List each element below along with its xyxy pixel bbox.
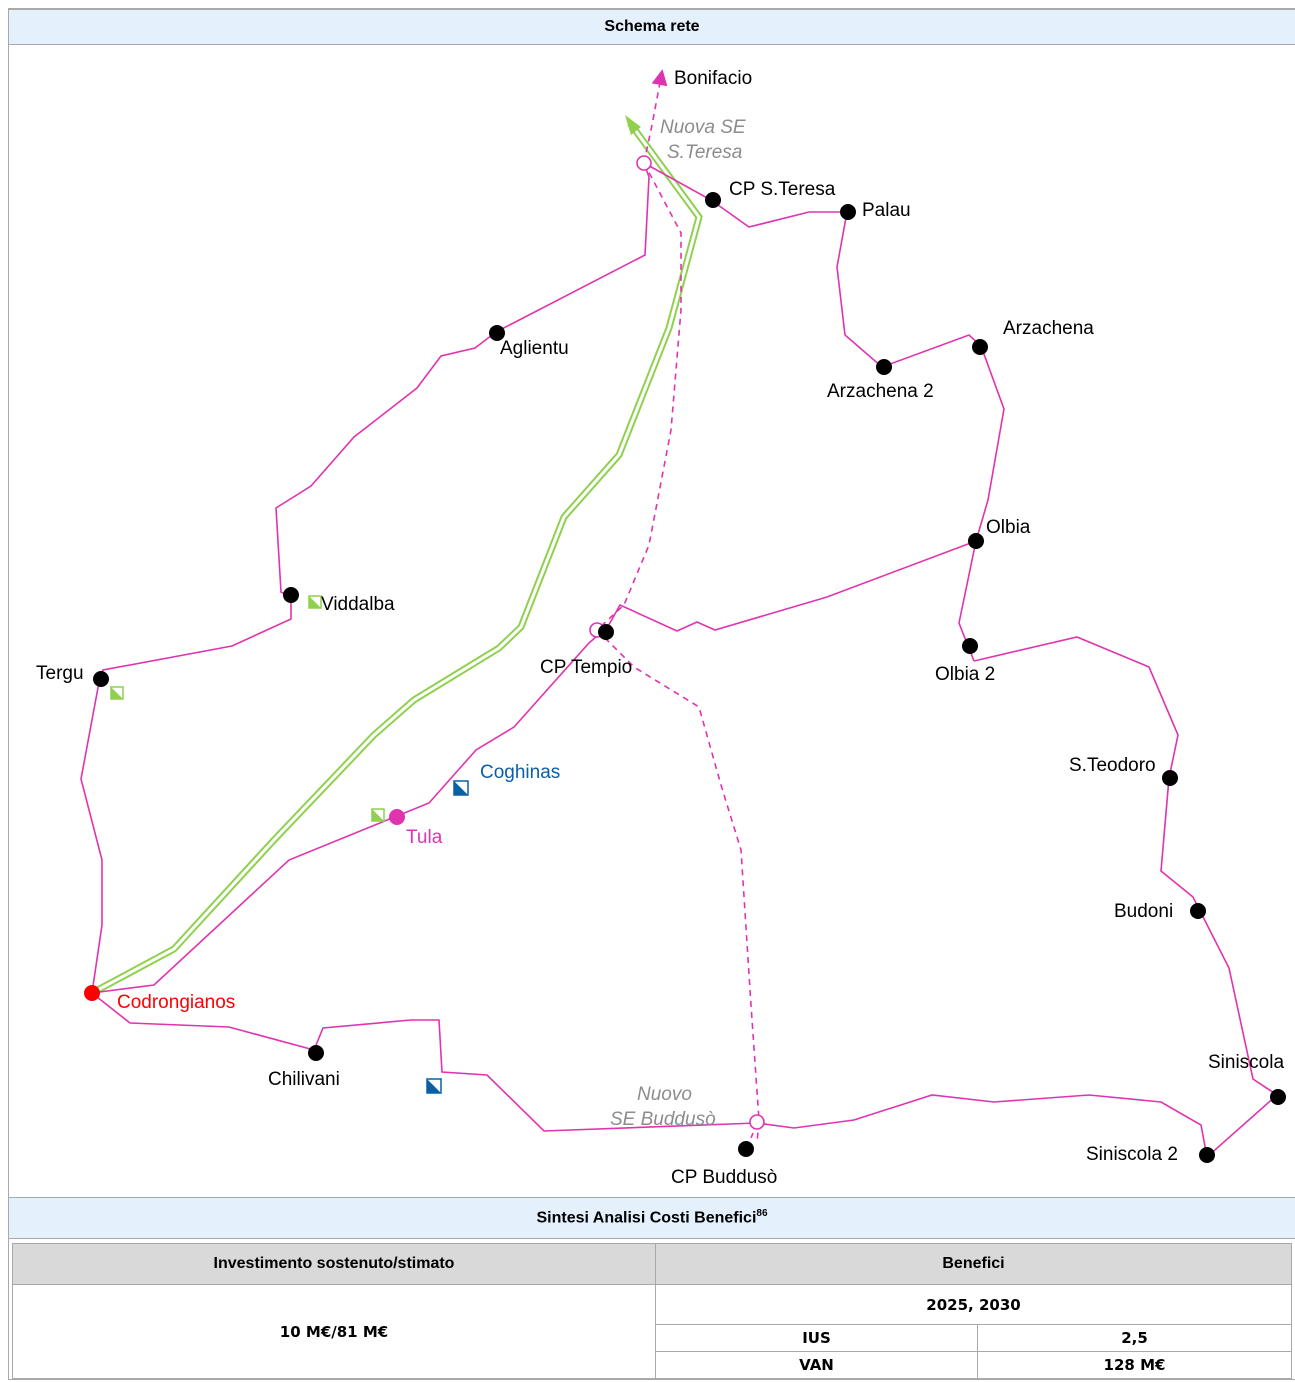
label-coghinas: Coghinas [480,762,560,783]
label-arzachena: Arzachena [1003,318,1094,339]
label-cp-steresa: CP S.Teresa [729,179,836,200]
outer-frame [8,8,1295,1380]
node-arzachena2 [876,359,892,375]
cost-benefit-table: Investimento sostenuto/stimato Benefici … [12,1243,1292,1379]
label-cp-tempio: CP Tempio [540,657,632,678]
ius-value: 2,5 [978,1325,1291,1352]
node-siniscola2 [1199,1147,1215,1163]
node-nuova-se-steresa [636,155,652,171]
label-bonifacio: Bonifacio [674,68,752,89]
node-cp-steresa [705,192,721,208]
node-cp-tempio [598,624,614,640]
label-nuovo-1: Nuovo [637,1084,692,1105]
wind-plant-icon-tula [371,808,385,822]
van-value: 128 M€ [1103,1356,1166,1374]
solid-grid-lines [80,162,1279,1159]
node-aglientu [489,325,505,341]
header-investment: Investimento sostenuto/stimato [13,1244,656,1285]
node-labels: Bonifacio Nuova SE S.Teresa CP S.Teresa … [36,68,1284,1188]
node-arzachena [972,339,988,355]
network-diagram: Bonifacio Nuova SE S.Teresa CP S.Teresa … [36,68,1286,1188]
investment-value: 10 M€/81 M€ [13,1285,656,1378]
node-tergu [93,671,109,687]
node-viddalba [283,587,299,603]
label-tergu: Tergu [36,663,84,684]
hydro-plant-icon-chilivani [426,1078,442,1094]
section-title-text: Sintesi Analisi Costi Benefici [536,1209,757,1227]
label-steodoro: S.Teodoro [1069,755,1156,776]
benefit-years: 2025, 2030 [656,1285,1291,1325]
label-tula: Tula [406,827,443,848]
section-title: Sintesi Analisi Costi Benefici86 [536,1208,767,1227]
label-cp-budduso: CP Buddusò [671,1167,777,1188]
ius-label: IUS [656,1325,978,1352]
nodes [84,155,1286,1163]
label-nuovo-2: SE Buddusò [610,1109,716,1130]
node-olbia [968,533,984,549]
label-olbia2: Olbia 2 [935,664,995,685]
label-aglientu: Aglientu [500,338,569,359]
label-nuova-se-1: Nuova SE [660,117,746,138]
label-chilivani: Chilivani [268,1069,340,1090]
wind-plant-icon-tergu [110,686,124,700]
node-chilivani [308,1045,324,1061]
label-budoni: Budoni [1114,901,1173,922]
page-title: Schema rete [604,18,700,35]
node-budoni [1190,903,1206,919]
label-palau: Palau [862,200,911,221]
node-nuovo-se-budduso [749,1114,765,1130]
label-siniscola2: Siniscola 2 [1086,1144,1178,1165]
node-cp-budduso [738,1141,754,1157]
node-siniscola [1270,1089,1286,1105]
footnote-ref: 86 [756,1208,768,1220]
header-bar: Schema rete [9,9,1295,45]
dashed-planned-lines [596,69,760,1149]
node-codrongianos [84,985,100,1001]
label-nuova-se-2: S.Teresa [667,142,742,163]
label-arzachena2: Arzachena 2 [827,381,934,402]
node-olbia2 [962,638,978,654]
header-benefits: Benefici [656,1244,1291,1285]
label-siniscola: Siniscola [1208,1052,1284,1073]
green-double-line [90,115,703,997]
node-palau [840,204,856,220]
section-bar: Sintesi Analisi Costi Benefici86 [9,1197,1295,1239]
node-steodoro [1162,770,1178,786]
van-label: VAN [656,1352,978,1378]
label-viddalba: Viddalba [321,594,395,615]
plant-symbols [110,595,469,1094]
hydro-plant-icon-coghinas [453,780,469,796]
label-olbia: Olbia [986,517,1031,538]
label-codrongianos: Codrongianos [117,992,235,1013]
wind-plant-icon-viddalba [308,595,322,609]
node-tula [389,809,405,825]
